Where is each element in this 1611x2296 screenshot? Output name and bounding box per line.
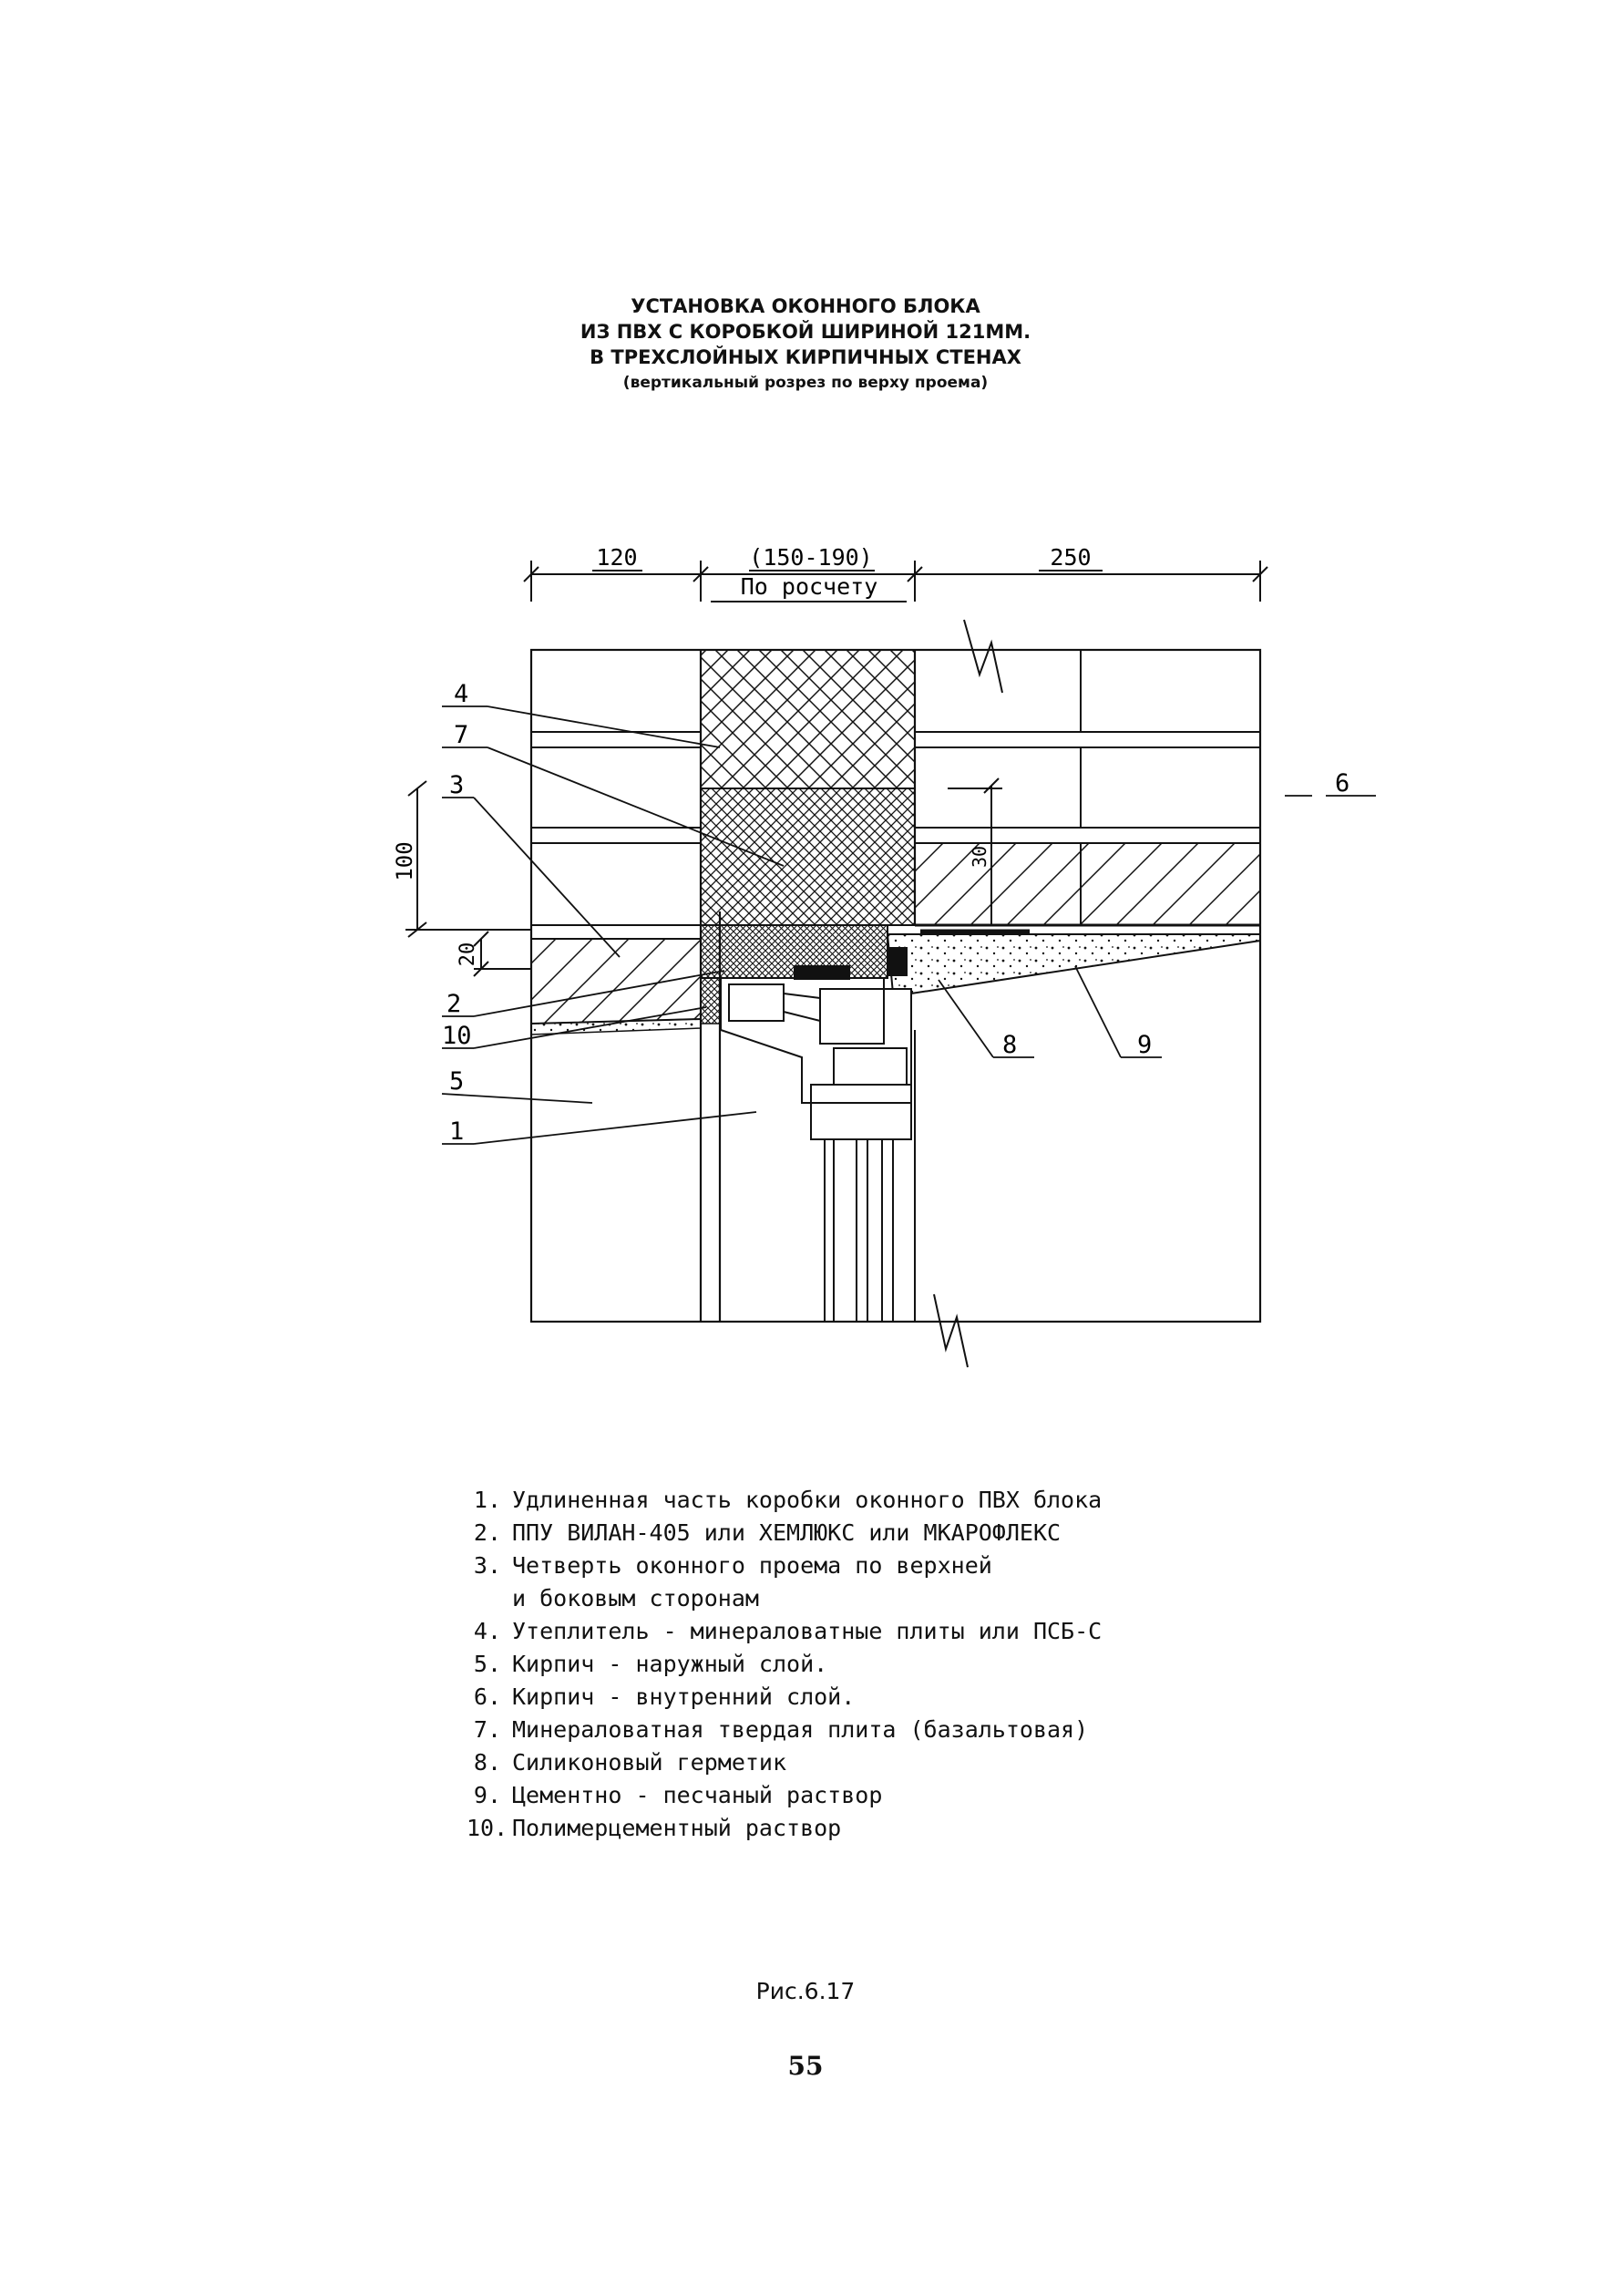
- insulation-layer: [700, 649, 916, 789]
- callout-6: 6: [1335, 769, 1349, 798]
- legend-item: 8.Силиконовый герметик: [473, 1749, 787, 1776]
- dim-250: 250: [1050, 544, 1091, 571]
- left-dimension-lines: [405, 777, 1002, 977]
- legend-item: 5.Кирпич - наружный слой.: [473, 1651, 828, 1677]
- callout-10: 10: [442, 1022, 472, 1050]
- title-line-2: ИЗ ПВХ С КОРОБКОЙ ШИРИНОЙ 121ММ.: [580, 321, 1031, 343]
- pvc-window-frame: [720, 947, 916, 1322]
- top-dimension-line: [523, 561, 1268, 602]
- dim-by-calc: По росчету: [741, 573, 878, 600]
- title-line-4: (вертикальный розрез по верху проема): [622, 374, 989, 392]
- dim-150-190: (150-190): [749, 544, 872, 571]
- outer-quarter-lintel: [530, 938, 702, 1025]
- legend-item: 2.ППУ ВИЛАН-405 или ХЕМЛЮКС или МКАРОФЛЕ…: [473, 1519, 1062, 1546]
- dim-30: 30: [969, 846, 990, 868]
- dim-120: 120: [596, 544, 637, 571]
- callout-1: 1: [449, 1117, 464, 1146]
- inner-lintel: [914, 842, 1261, 934]
- legend-item: 6.Кирпич - внутренний слой.: [473, 1683, 856, 1710]
- legend-item: 3.Четверть оконного проема по верхней: [473, 1552, 992, 1579]
- callout-4: 4: [454, 680, 468, 708]
- legend-item: 7.Минераловатная твердая плита (базальто…: [473, 1716, 1089, 1743]
- legend-item-continuation: и боковым сторонам: [512, 1585, 759, 1611]
- mineral-wool-plate: [700, 788, 916, 926]
- callout-leaders: [441, 705, 1376, 1145]
- cement-sand-mortar: [886, 933, 1261, 994]
- dim-20: 20: [457, 942, 479, 967]
- title-line-1: УСТАНОВКА ОКОННОГО БЛОКА: [631, 295, 980, 317]
- callout-2: 2: [446, 990, 461, 1018]
- dim-100: 100: [392, 841, 417, 880]
- drawing-title: УСТАНОВКА ОКОННОГО БЛОКА ИЗ ПВХ С КОРОБК…: [0, 293, 1611, 396]
- title-line-3: В ТРЕХСЛОЙНЫХ КИРПИЧНЫХ СТЕНАХ: [590, 346, 1021, 368]
- legend-item: 9.Цементно - песчаный раствор: [473, 1782, 883, 1808]
- legend-item: 4.Утеплитель - минераловатные плиты или …: [473, 1618, 1103, 1644]
- callout-7: 7: [454, 721, 468, 749]
- callout-9: 9: [1137, 1031, 1152, 1059]
- callout-5: 5: [449, 1067, 464, 1096]
- ppu-foam-side: [700, 977, 722, 1024]
- break-marks: [933, 619, 1003, 1368]
- page-number: 55: [787, 2051, 824, 2081]
- callout-3: 3: [449, 771, 464, 799]
- legend-item: 1.Удлиненная часть коробки оконного ПВХ …: [473, 1487, 1103, 1513]
- legend-item: 10.Полимерцементный раствор: [467, 1815, 842, 1841]
- figure-caption: Рис.6.17: [755, 1978, 856, 2004]
- callout-8: 8: [1002, 1031, 1017, 1059]
- legend-list: 1.Удлиненная часть коробки оконного ПВХ …: [467, 1484, 1102, 1845]
